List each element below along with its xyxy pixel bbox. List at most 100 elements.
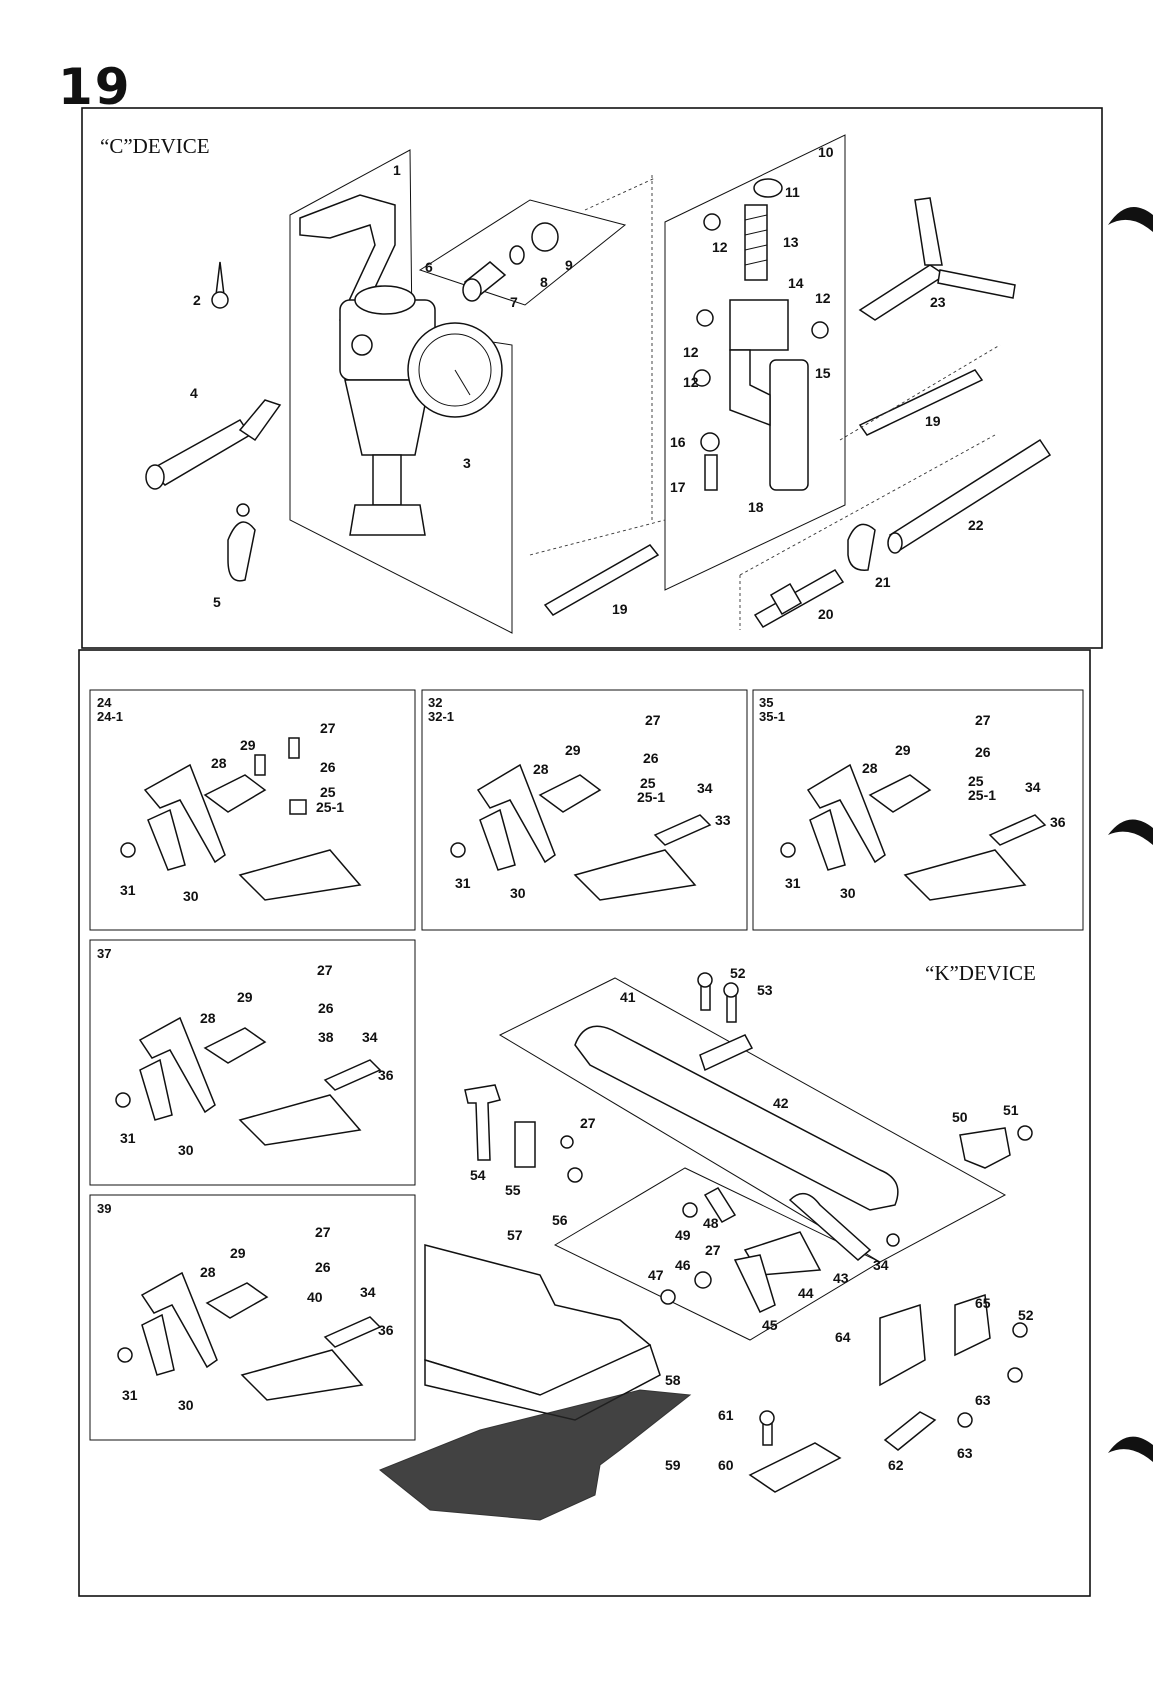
callout-12b: 12 [815, 290, 831, 306]
tube-22-end [887, 532, 903, 554]
k-c47: 47 [648, 1267, 664, 1283]
k-c57: 57 [507, 1227, 523, 1243]
lever-43 [788, 1192, 872, 1261]
k-c42: 42 [773, 1095, 789, 1111]
k-c27b: 27 [705, 1242, 721, 1258]
callout-18: 18 [748, 499, 764, 515]
box24-c28: 28 [211, 755, 227, 771]
clamp-5 [227, 521, 256, 582]
box24-c31: 31 [120, 882, 136, 898]
screw-12 [703, 213, 721, 231]
k-c44: 44 [798, 1285, 814, 1301]
regulator-bowl [344, 379, 431, 456]
box-32 [421, 689, 748, 931]
box35-c36: 36 [1050, 814, 1066, 830]
screw-47 [660, 1289, 676, 1305]
box-32-1-label: 32-1 [428, 709, 454, 724]
box24-c251: 25-1 [316, 799, 344, 815]
spring-46 [694, 1271, 712, 1289]
screw-27-k [560, 1135, 574, 1149]
k-c65: 65 [975, 1295, 991, 1311]
regulator-knob [349, 504, 426, 536]
t-fitting-4 [148, 419, 252, 486]
part-55 [514, 1121, 536, 1168]
box-32-label: 32 [428, 695, 442, 710]
presser-foot-assembly-24 [120, 737, 362, 901]
box37-c38: 38 [318, 1029, 334, 1045]
regulator-stem [372, 454, 402, 506]
callout-11: 11 [785, 184, 800, 200]
callout-9: 9 [565, 257, 573, 273]
callout-12: 12 [712, 239, 728, 255]
k-c63b: 63 [957, 1445, 973, 1461]
lower-panel [78, 649, 1091, 1597]
box37-c31: 31 [120, 1130, 136, 1146]
callout-7: 7 [510, 294, 518, 310]
callout-19: 19 [925, 413, 941, 429]
box-35-1-label: 35-1 [759, 709, 785, 724]
rod-19-lower [543, 544, 660, 616]
part-54 [464, 1084, 501, 1161]
box-24-label: 24 [97, 695, 112, 710]
k-c34: 34 [873, 1257, 889, 1273]
box35-c251: 25-1 [968, 787, 996, 803]
box39-c34: 34 [360, 1284, 376, 1300]
collar-11 [753, 178, 783, 198]
lever-48 [703, 1187, 737, 1223]
box39-c31: 31 [122, 1387, 138, 1403]
box35-c25: 25 [968, 773, 984, 789]
box32-c26: 26 [643, 750, 659, 766]
box32-c251: 25-1 [637, 789, 665, 805]
callout-5: 5 [213, 594, 221, 610]
page-number: 19 [58, 58, 132, 116]
spring-coil [744, 259, 768, 266]
page-edge-tab [1108, 819, 1153, 845]
box24-c29: 29 [240, 737, 256, 753]
callout-10: 10 [818, 144, 834, 160]
presser-foot-assembly-37 [115, 1016, 382, 1146]
k-device-callouts: 52 53 41 42 50 51 27 54 55 56 57 49 48 2… [470, 965, 1034, 1473]
box39-c28: 28 [200, 1264, 216, 1280]
fitting-20-nut [769, 582, 803, 616]
callout-13: 13 [783, 234, 799, 250]
callout-4: 4 [190, 385, 198, 401]
screw-17 [704, 454, 718, 491]
box39-c30: 30 [178, 1397, 194, 1413]
box-24-1-label: 24-1 [97, 709, 123, 724]
box24-c25: 25 [320, 784, 336, 800]
k-c46: 46 [675, 1257, 691, 1273]
page-edge-tab [1108, 207, 1153, 232]
screw-51 [1017, 1125, 1033, 1141]
box37-c36: 36 [378, 1067, 394, 1083]
callout-12c: 12 [683, 344, 699, 360]
screw-49 [682, 1202, 698, 1218]
k-c41: 41 [620, 989, 636, 1005]
k-c45: 45 [762, 1317, 778, 1333]
box39-c36: 36 [378, 1322, 394, 1338]
box32-c27: 27 [645, 712, 661, 728]
fitting-7-end [462, 278, 482, 302]
box39-c27: 27 [315, 1224, 331, 1240]
rod-19-upper [858, 369, 984, 436]
gauge-face [418, 333, 492, 407]
t-fitting-4-branch [238, 399, 282, 442]
screw-34-k [886, 1233, 900, 1247]
box-35-label: 35 [759, 695, 773, 710]
box39-c40: 40 [307, 1289, 323, 1305]
box-39 [89, 1194, 416, 1441]
box39-c26: 26 [315, 1259, 331, 1275]
c-device-panel [81, 107, 1103, 649]
box35-c28: 28 [862, 760, 878, 776]
regulator-sheet [289, 149, 513, 634]
spring-coil [744, 244, 768, 251]
nut-9 [531, 222, 559, 252]
callout-20: 20 [818, 606, 834, 622]
y-fitting-23-branch [914, 197, 943, 266]
block-60 [748, 1442, 842, 1493]
box37-c34: 34 [362, 1029, 378, 1045]
k-c55: 55 [505, 1182, 521, 1198]
plate-50 [959, 1127, 1011, 1169]
gauge-needle [454, 369, 471, 396]
screw-12d [811, 321, 829, 339]
